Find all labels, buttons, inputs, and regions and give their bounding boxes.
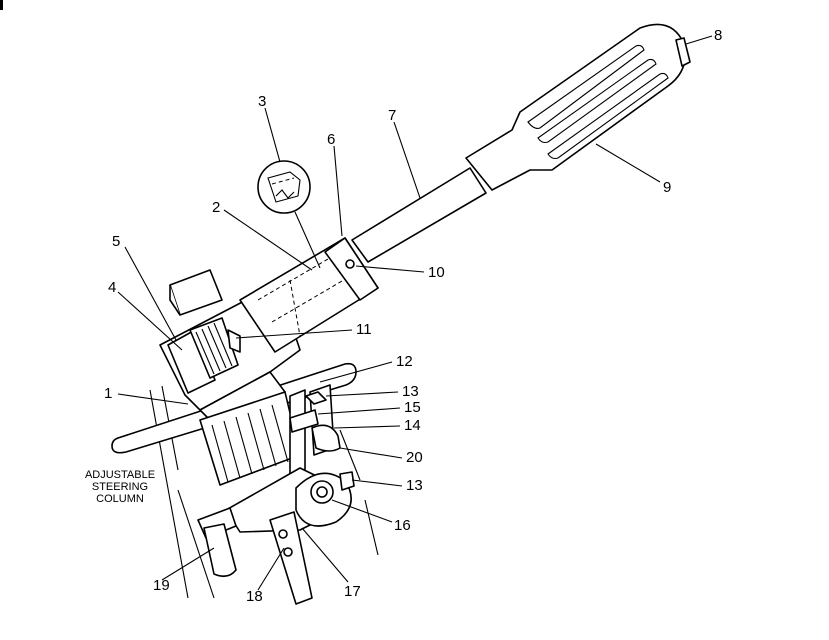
lower-yoke: [197, 384, 355, 605]
callout-7: 7: [388, 107, 396, 124]
callout-13-lower: 13: [406, 477, 423, 494]
callout-18: 18: [246, 588, 263, 605]
jaw-adapter: [167, 317, 241, 394]
callout-9: 9: [663, 179, 671, 196]
callout-labels: 1 2 3 4 5 6 7 8 9 10 11 12 13 15 14 20 1…: [104, 27, 722, 605]
screw-housing: [239, 237, 379, 353]
detail-bubble-3: [257, 160, 321, 269]
callout-11: 11: [356, 321, 372, 338]
callout-20: 20: [406, 449, 423, 466]
adjustable-steering-column-caption: ADJUSTABLE STEERING COLUMN: [85, 469, 155, 505]
callout-6: 6: [327, 131, 335, 148]
tool-handle: [465, 23, 691, 191]
callout-12: 12: [396, 353, 413, 370]
callout-14: 14: [404, 417, 421, 434]
callout-4: 4: [108, 279, 116, 296]
callout-3: 3: [258, 93, 266, 110]
callout-2: 2: [212, 199, 220, 216]
lock-housing: [199, 391, 301, 486]
callout-17: 17: [344, 583, 361, 600]
callout-8: 8: [714, 27, 722, 44]
forcing-shaft: [351, 167, 487, 263]
corner-mark: [0, 0, 3, 10]
callout-10: 10: [428, 264, 445, 281]
callout-15: 15: [404, 399, 421, 416]
callout-1: 1: [104, 385, 112, 402]
callout-13-upper: 13: [402, 383, 419, 400]
caption-line-3: COLUMN: [96, 493, 144, 505]
leader-lines: [117, 35, 713, 591]
callout-16: 16: [394, 517, 411, 534]
callout-19: 19: [153, 577, 170, 594]
rear-bracket: [169, 269, 223, 316]
caption-line-1: ADJUSTABLE: [85, 469, 155, 481]
caption-line-2: STEERING: [92, 481, 148, 493]
callout-5: 5: [112, 233, 120, 250]
